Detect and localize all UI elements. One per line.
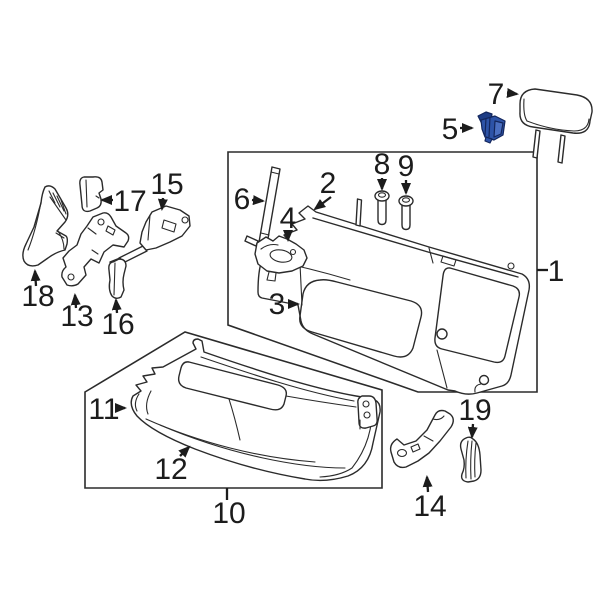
callout-13: 13 (60, 293, 94, 333)
part-headrest (519, 88, 593, 164)
callout-10: 10 (212, 488, 246, 530)
callouts-layer: 1 2 3 4 5 6 7 8 (21, 78, 564, 530)
seat-cushion-group-box (84, 331, 383, 489)
callout-8: 8 (374, 148, 391, 191)
callout-5: 5 (442, 113, 474, 146)
callout-10-label: 10 (212, 497, 245, 530)
callout-14: 14 (413, 475, 447, 523)
callout-17-label: 17 (113, 185, 146, 218)
callout-14-label: 14 (413, 490, 446, 523)
callout-18: 18 (21, 269, 55, 313)
part-side-bolster (22, 185, 69, 267)
part-bolt-9 (398, 195, 414, 231)
callout-7: 7 (488, 78, 519, 111)
callout-6-label: 6 (234, 183, 251, 216)
callout-12-label: 12 (154, 453, 187, 486)
part-cover-bracket-17 (79, 176, 104, 213)
callout-13-label: 13 (60, 300, 93, 333)
callout-1: 1 (537, 255, 564, 288)
callout-4-label: 4 (280, 202, 297, 235)
callout-3: 3 (269, 288, 300, 321)
callout-6: 6 (234, 183, 265, 216)
part-bolt-8 (374, 190, 390, 226)
callout-2-label: 2 (320, 167, 337, 200)
callout-11: 11 (88, 393, 127, 426)
callout-18-label: 18 (21, 280, 54, 313)
callout-15-label: 15 (150, 168, 183, 201)
callout-4: 4 (280, 202, 297, 242)
part-latch-bracket-14 (389, 409, 454, 469)
part-trim-cover-19 (459, 436, 482, 483)
callout-2: 2 (313, 167, 337, 211)
callout-16: 16 (101, 298, 135, 341)
part-mounting-bracket-13 (61, 212, 130, 287)
callout-16-label: 16 (101, 308, 134, 341)
callout-1-label: 1 (548, 255, 565, 288)
callout-9-label: 9 (398, 150, 415, 183)
part-cover-piece-16 (108, 257, 127, 299)
part-headrest-guide-highlighted[interactable] (477, 111, 506, 144)
callout-11-label: 11 (88, 393, 119, 426)
callout-12: 12 (154, 445, 191, 486)
part-seat-cushion-art (130, 338, 381, 482)
callout-19-label: 19 (458, 394, 491, 427)
callout-17: 17 (100, 185, 147, 218)
callout-5-label: 5 (442, 113, 459, 146)
callout-7-label: 7 (488, 78, 505, 111)
callout-19: 19 (458, 394, 492, 439)
callout-9: 9 (398, 150, 415, 195)
part-latch (244, 235, 308, 282)
callout-15: 15 (150, 168, 184, 211)
callout-3-label: 3 (269, 288, 286, 321)
callout-8-label: 8 (374, 148, 391, 181)
part-hinge-bracket-15 (118, 205, 191, 264)
